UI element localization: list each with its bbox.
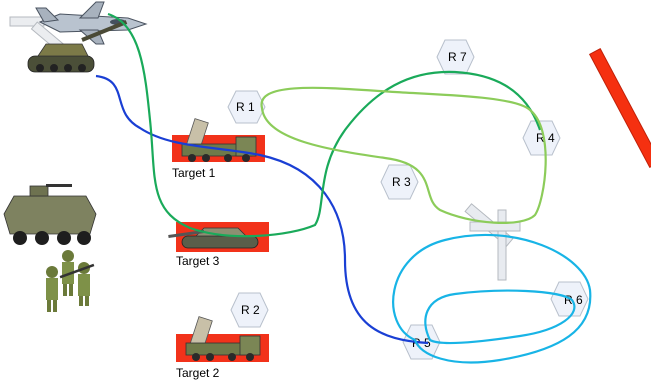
- tank-icon: [168, 227, 259, 249]
- region-label: R 1: [236, 100, 255, 114]
- infantry-soldiers-icon[interactable]: [46, 250, 95, 312]
- target-2[interactable]: Target 2: [176, 316, 269, 380]
- region-r1[interactable]: R 1: [227, 90, 266, 124]
- barrier-wall: [588, 47, 651, 169]
- armored-personnel-carrier-icon[interactable]: [3, 184, 97, 245]
- region-label: R 7: [448, 50, 467, 64]
- target-label: Target 2: [176, 366, 220, 380]
- target-3[interactable]: Target 3: [168, 222, 269, 268]
- target-label: Target 1: [172, 166, 216, 180]
- target-label: Target 3: [176, 254, 220, 268]
- satellite-icon: [464, 203, 521, 281]
- region-r3[interactable]: R 3: [380, 164, 419, 200]
- region-label: R 2: [241, 303, 260, 317]
- fighter-jet-icon[interactable]: [35, 1, 148, 45]
- self-propelled-artillery-icon[interactable]: [27, 20, 128, 73]
- route-green[interactable]: [107, 12, 542, 238]
- region-r7[interactable]: R 7: [436, 39, 475, 75]
- region-r4[interactable]: R 4: [522, 120, 561, 156]
- region-label: R 6: [564, 293, 583, 307]
- route-cyan-inner[interactable]: [424, 289, 576, 345]
- region-label: R 3: [392, 175, 411, 189]
- route-lightgreen[interactable]: [260, 86, 547, 224]
- route-blue[interactable]: [95, 74, 429, 345]
- region-label: R 4: [536, 131, 555, 145]
- region-r2[interactable]: R 2: [230, 292, 269, 328]
- missile-launcher-truck-icon: [185, 316, 261, 361]
- route-cyan-outer[interactable]: [392, 233, 592, 364]
